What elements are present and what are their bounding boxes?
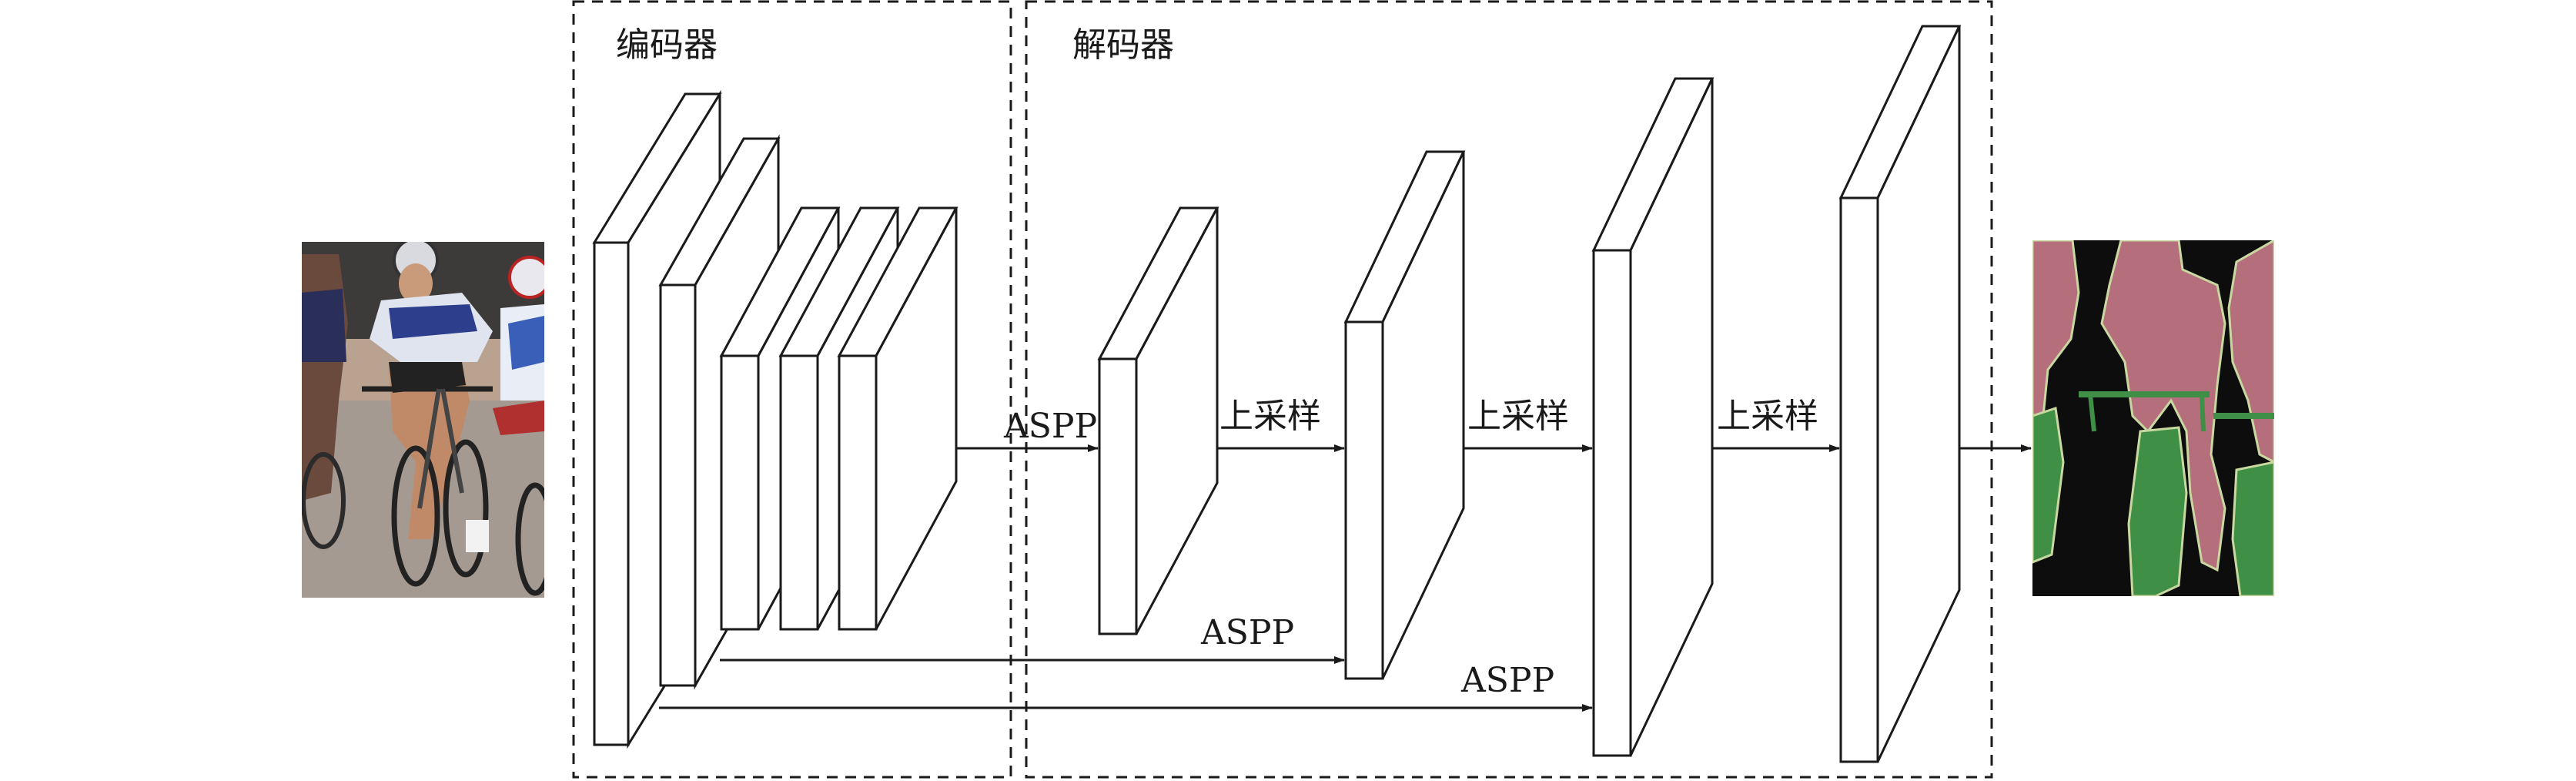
encoder-box — [572, 0, 1012, 779]
label-upsample-1: 上采样 — [1219, 397, 1321, 436]
decoder-slab-4 — [1838, 25, 1962, 763]
decoder-box — [1025, 0, 1993, 779]
decoder-slab-1 — [1097, 206, 1219, 635]
encoder-title: 编码器 — [616, 25, 718, 65]
label-upsample-3: 上采样 — [1717, 397, 1818, 436]
output-segmentation — [2032, 240, 2274, 596]
decoder-slab-2 — [1343, 150, 1466, 680]
label-aspp-main: ASPP — [1003, 407, 1097, 446]
label-aspp-skip-1: ASPP — [1200, 613, 1294, 652]
decoder-slab-3 — [1591, 77, 1715, 757]
encoder-slab-5 — [837, 206, 958, 631]
decoder-title: 解码器 — [1072, 25, 1174, 65]
input-image — [302, 242, 544, 598]
label-aspp-skip-2: ASPP — [1460, 661, 1554, 700]
label-upsample-2: 上采样 — [1467, 397, 1569, 436]
